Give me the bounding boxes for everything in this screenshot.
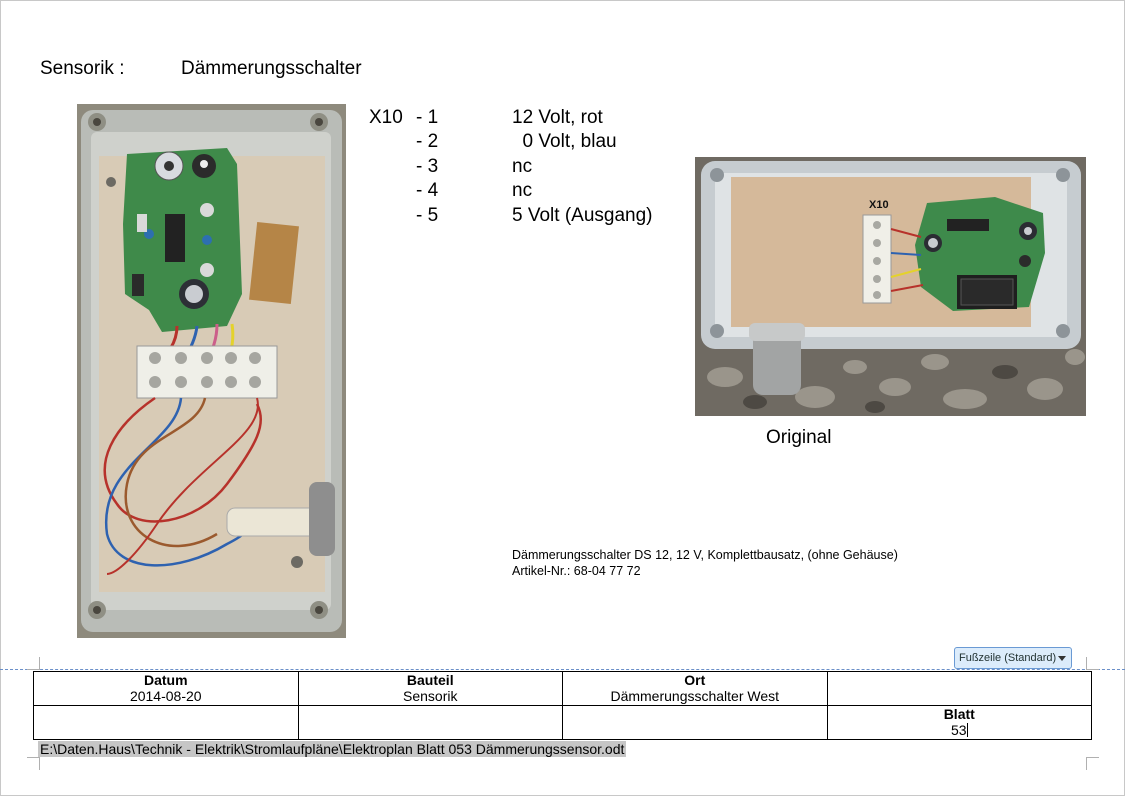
pin-row-2-pin: - 2 [416, 131, 439, 152]
empty-cell[interactable] [297, 705, 563, 740]
text-cursor [966, 723, 968, 737]
pin-row-1-pin: - 1 [416, 107, 439, 128]
article-number: Artikel-Nr.: 68-04 77 72 [512, 564, 641, 578]
empty-cell[interactable] [826, 671, 1092, 706]
pin-row-3-desc: nc [512, 156, 533, 177]
footer-boundary [0, 669, 1125, 670]
enclosure-photo-wired [77, 104, 346, 638]
bauteil-label: Bauteil [406, 672, 454, 688]
footer-style-label: Fußzeile (Standard) [959, 652, 1057, 664]
datum-cell[interactable]: Datum 2014-08-20 [33, 671, 299, 706]
connector-marking: X10 [869, 199, 889, 211]
empty-cell[interactable] [562, 705, 828, 740]
photo-caption: Original [766, 427, 832, 448]
footer-table: Datum 2014-08-20 Bauteil Sensorik Ort Dä… [33, 671, 1092, 740]
ort-label: Ort [684, 672, 706, 688]
empty-cell[interactable] [33, 705, 299, 740]
section-category: Sensorik : [40, 58, 125, 79]
pin-row-5-desc: 5 Volt (Ausgang) [512, 205, 653, 226]
pin-row-5-pin: - 5 [416, 205, 439, 226]
blatt-number: 53 [950, 722, 967, 738]
corner-mark [1086, 757, 1099, 770]
blatt-value: 53 [828, 722, 1092, 739]
section-title: Dämmerungsschalter [181, 58, 362, 79]
file-path-field[interactable]: E:\Daten.Haus\Technik - Elektrik\Stromla… [38, 741, 627, 757]
corner-mark [27, 657, 40, 670]
pin-row-4-pin: - 4 [416, 180, 439, 201]
datum-value: 2014-08-20 [129, 688, 202, 704]
ort-value: Dämmerungsschalter West [610, 688, 780, 704]
pin-row-2-desc: 0 Volt, blau [512, 131, 617, 152]
bauteil-cell[interactable]: Bauteil Sensorik [297, 671, 563, 706]
article-description: Dämmerungsschalter DS 12, 12 V, Komplett… [512, 548, 898, 562]
pin-row-1-desc: 12 Volt, rot [512, 107, 603, 128]
enclosure-photo-original: X10 [695, 157, 1086, 416]
corner-mark [27, 757, 40, 770]
bauteil-value: Sensorik [403, 688, 458, 704]
footer-style-button[interactable]: Fußzeile (Standard) [954, 647, 1072, 669]
pin-row-4-desc: nc [512, 180, 533, 201]
blatt-label: Blatt [943, 706, 975, 722]
connector-label: X10 [369, 107, 403, 128]
blatt-cell[interactable]: Blatt 53 [826, 705, 1092, 740]
pin-row-3-pin: - 3 [416, 156, 439, 177]
ort-cell[interactable]: Ort Dämmerungsschalter West [562, 671, 828, 706]
corner-mark [1086, 657, 1099, 670]
datum-label: Datum [143, 672, 188, 688]
chevron-down-icon[interactable] [1058, 656, 1066, 661]
